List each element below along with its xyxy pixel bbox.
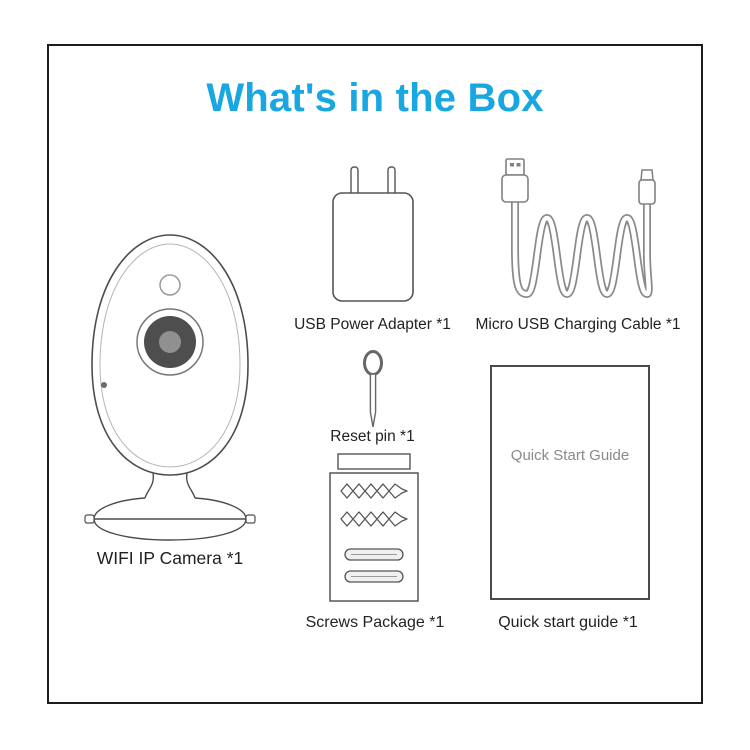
wifi-camera-illustration: [84, 234, 256, 541]
screws-package-illustration: [329, 453, 419, 602]
screws-package-label: Screws Package *1: [305, 614, 445, 631]
mic-hole-icon: [101, 382, 107, 388]
reset-pin-illustration: [363, 350, 383, 428]
usb-power-adapter-label: USB Power Adapter *1: [294, 316, 451, 333]
screw-icon: [340, 511, 408, 527]
wall-anchor-icon: [344, 570, 404, 583]
quick-start-guide-cover-text: Quick Start Guide: [510, 446, 630, 464]
quick-start-guide-label: Quick start guide *1: [498, 614, 638, 631]
reset-pin-label: Reset pin *1: [330, 428, 415, 445]
light-sensor-icon: [159, 274, 181, 296]
micro-usb-cable-illustration: [501, 158, 656, 298]
camera-label: WIFI IP Camera *1: [96, 548, 244, 568]
micro-usb-connector-icon: [638, 169, 656, 205]
micro-usb-cable-label: Micro USB Charging Cable *1: [475, 316, 681, 333]
usb-a-connector-icon: [501, 158, 529, 203]
screw-icon: [340, 483, 408, 499]
quick-start-guide-illustration: Quick Start Guide: [490, 365, 650, 600]
usb-power-adapter-illustration: [332, 166, 414, 302]
wall-anchor-icon: [344, 548, 404, 561]
page-title: What's in the Box: [206, 76, 544, 120]
